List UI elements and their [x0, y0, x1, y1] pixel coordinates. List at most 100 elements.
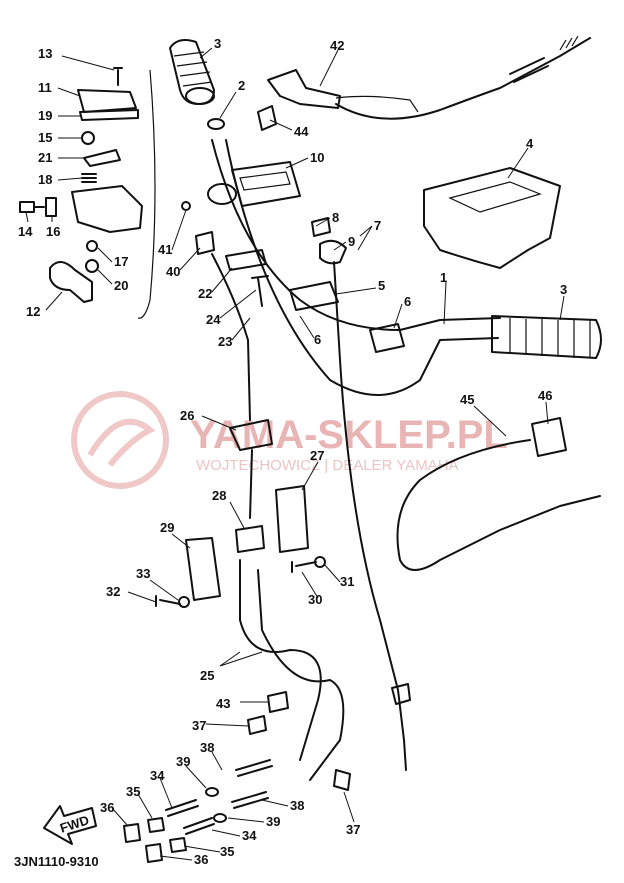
bracket-29 — [185, 537, 221, 601]
nut-36a — [123, 823, 141, 843]
callout-11: 11 — [38, 80, 52, 95]
callout-20: 20 — [114, 278, 128, 293]
bolt-32 — [155, 595, 181, 607]
callout-14: 14 — [18, 224, 33, 239]
callout-15: 15 — [38, 130, 52, 145]
nut-37b — [333, 769, 351, 791]
callout-2: 2 — [238, 78, 245, 93]
callout-37b: 37 — [346, 822, 360, 837]
spring-38a — [235, 759, 273, 777]
grip-ribs — [173, 51, 213, 87]
cap-35a — [147, 817, 165, 833]
washer-20 — [85, 259, 99, 273]
washer-15 — [81, 131, 95, 145]
handlebar-1-lower — [225, 139, 499, 396]
cable-25 — [239, 559, 351, 791]
callout-40: 40 — [166, 264, 180, 279]
callout-45: 45 — [460, 392, 474, 407]
subassembly-bracket — [137, 69, 156, 319]
bracket-44 — [257, 105, 277, 131]
switch-cover-11 — [77, 89, 137, 113]
callout-18: 18 — [38, 172, 52, 187]
grip-right-ribs — [509, 318, 591, 358]
fitting-26 — [229, 419, 273, 451]
center-cable-end — [391, 683, 411, 705]
callout-44: 44 — [294, 124, 309, 139]
callout-3: 3 — [214, 36, 221, 51]
callout-30: 30 — [308, 592, 322, 607]
cable-25-a — [239, 559, 322, 761]
switch-body — [71, 185, 143, 233]
callout-39b: 39 — [266, 814, 280, 829]
cover-4-recess — [448, 181, 542, 213]
holder-22 — [225, 249, 267, 271]
callout-1: 1 — [440, 270, 447, 285]
callout-7: 7 — [374, 218, 381, 233]
cable-branch — [335, 95, 419, 113]
spring-18 — [81, 173, 97, 183]
nut-16 — [45, 197, 57, 217]
screw-13 — [113, 67, 123, 86]
callout-3-right: 3 — [560, 282, 567, 297]
callout-38b: 38 — [290, 798, 304, 813]
brake-cable-left — [181, 201, 273, 519]
throttle-lever-42 — [267, 69, 341, 109]
callout-31: 31 — [340, 574, 354, 589]
clamp-6 — [369, 323, 405, 353]
cover-4 — [423, 167, 561, 269]
grip-3-right — [491, 315, 602, 359]
callout-35b: 35 — [220, 844, 234, 859]
brake-cable-right — [396, 417, 601, 571]
callout-32: 32 — [106, 584, 120, 599]
left-grip — [169, 39, 225, 130]
callout-36b: 36 — [194, 852, 208, 867]
leader-lines — [25, 47, 565, 861]
callout-46: 46 — [538, 388, 552, 403]
callout-6b: 6 — [314, 332, 321, 347]
callout-36a: 36 — [100, 800, 114, 815]
throttle-assembly — [257, 35, 591, 131]
watermark-subline: WOJTECHOWICZ | DEALER YAMAHA — [196, 457, 459, 474]
throttle-cable — [335, 37, 591, 120]
callout-13: 13 — [38, 46, 52, 61]
washer-17 — [86, 240, 98, 252]
clamp-5 — [289, 281, 339, 311]
callout-37a: 37 — [192, 718, 206, 733]
callout-34b: 34 — [242, 828, 257, 843]
callout-10: 10 — [310, 150, 324, 165]
callout-4: 4 — [526, 136, 534, 151]
nut-41 — [181, 201, 191, 211]
watermark: YAMA-SKLEP.PL WOJTECHOWICZ | DEALER YAMA… — [71, 391, 508, 489]
washer-39b — [213, 813, 227, 823]
callout-27: 27 — [310, 448, 324, 463]
callout-23: 23 — [218, 334, 232, 349]
cable-23 — [211, 253, 251, 421]
adjuster-stack — [123, 759, 273, 863]
cable-spring-top — [559, 35, 579, 51]
callout-12: 12 — [26, 304, 40, 319]
cable-25-b — [257, 569, 345, 781]
knob-12 — [49, 261, 93, 303]
washer-39a — [205, 787, 219, 797]
callout-39a: 39 — [176, 754, 190, 769]
callout-5: 5 — [378, 278, 385, 293]
callout-41: 41 — [158, 242, 172, 257]
callout-8: 8 — [332, 210, 339, 225]
left-switch-assembly — [19, 67, 143, 303]
switch-27 — [275, 485, 309, 553]
callout-21: 21 — [38, 150, 52, 165]
switch-panel — [239, 171, 291, 191]
handlebar-cover — [423, 167, 561, 269]
watermark-logo-icon — [71, 391, 169, 489]
callout-43: 43 — [216, 696, 230, 711]
callout-9: 9 — [348, 234, 355, 249]
cap-35b — [169, 837, 187, 853]
callout-labels: 13 3 2 42 11 19 15 21 18 14 16 17 20 12 … — [18, 36, 567, 867]
callout-38a: 38 — [200, 740, 214, 755]
switch-28 — [235, 525, 265, 553]
adjuster-46 — [531, 417, 567, 457]
callout-26: 26 — [180, 408, 194, 423]
handlebar-1 — [211, 139, 501, 331]
switch-parts — [155, 485, 326, 608]
